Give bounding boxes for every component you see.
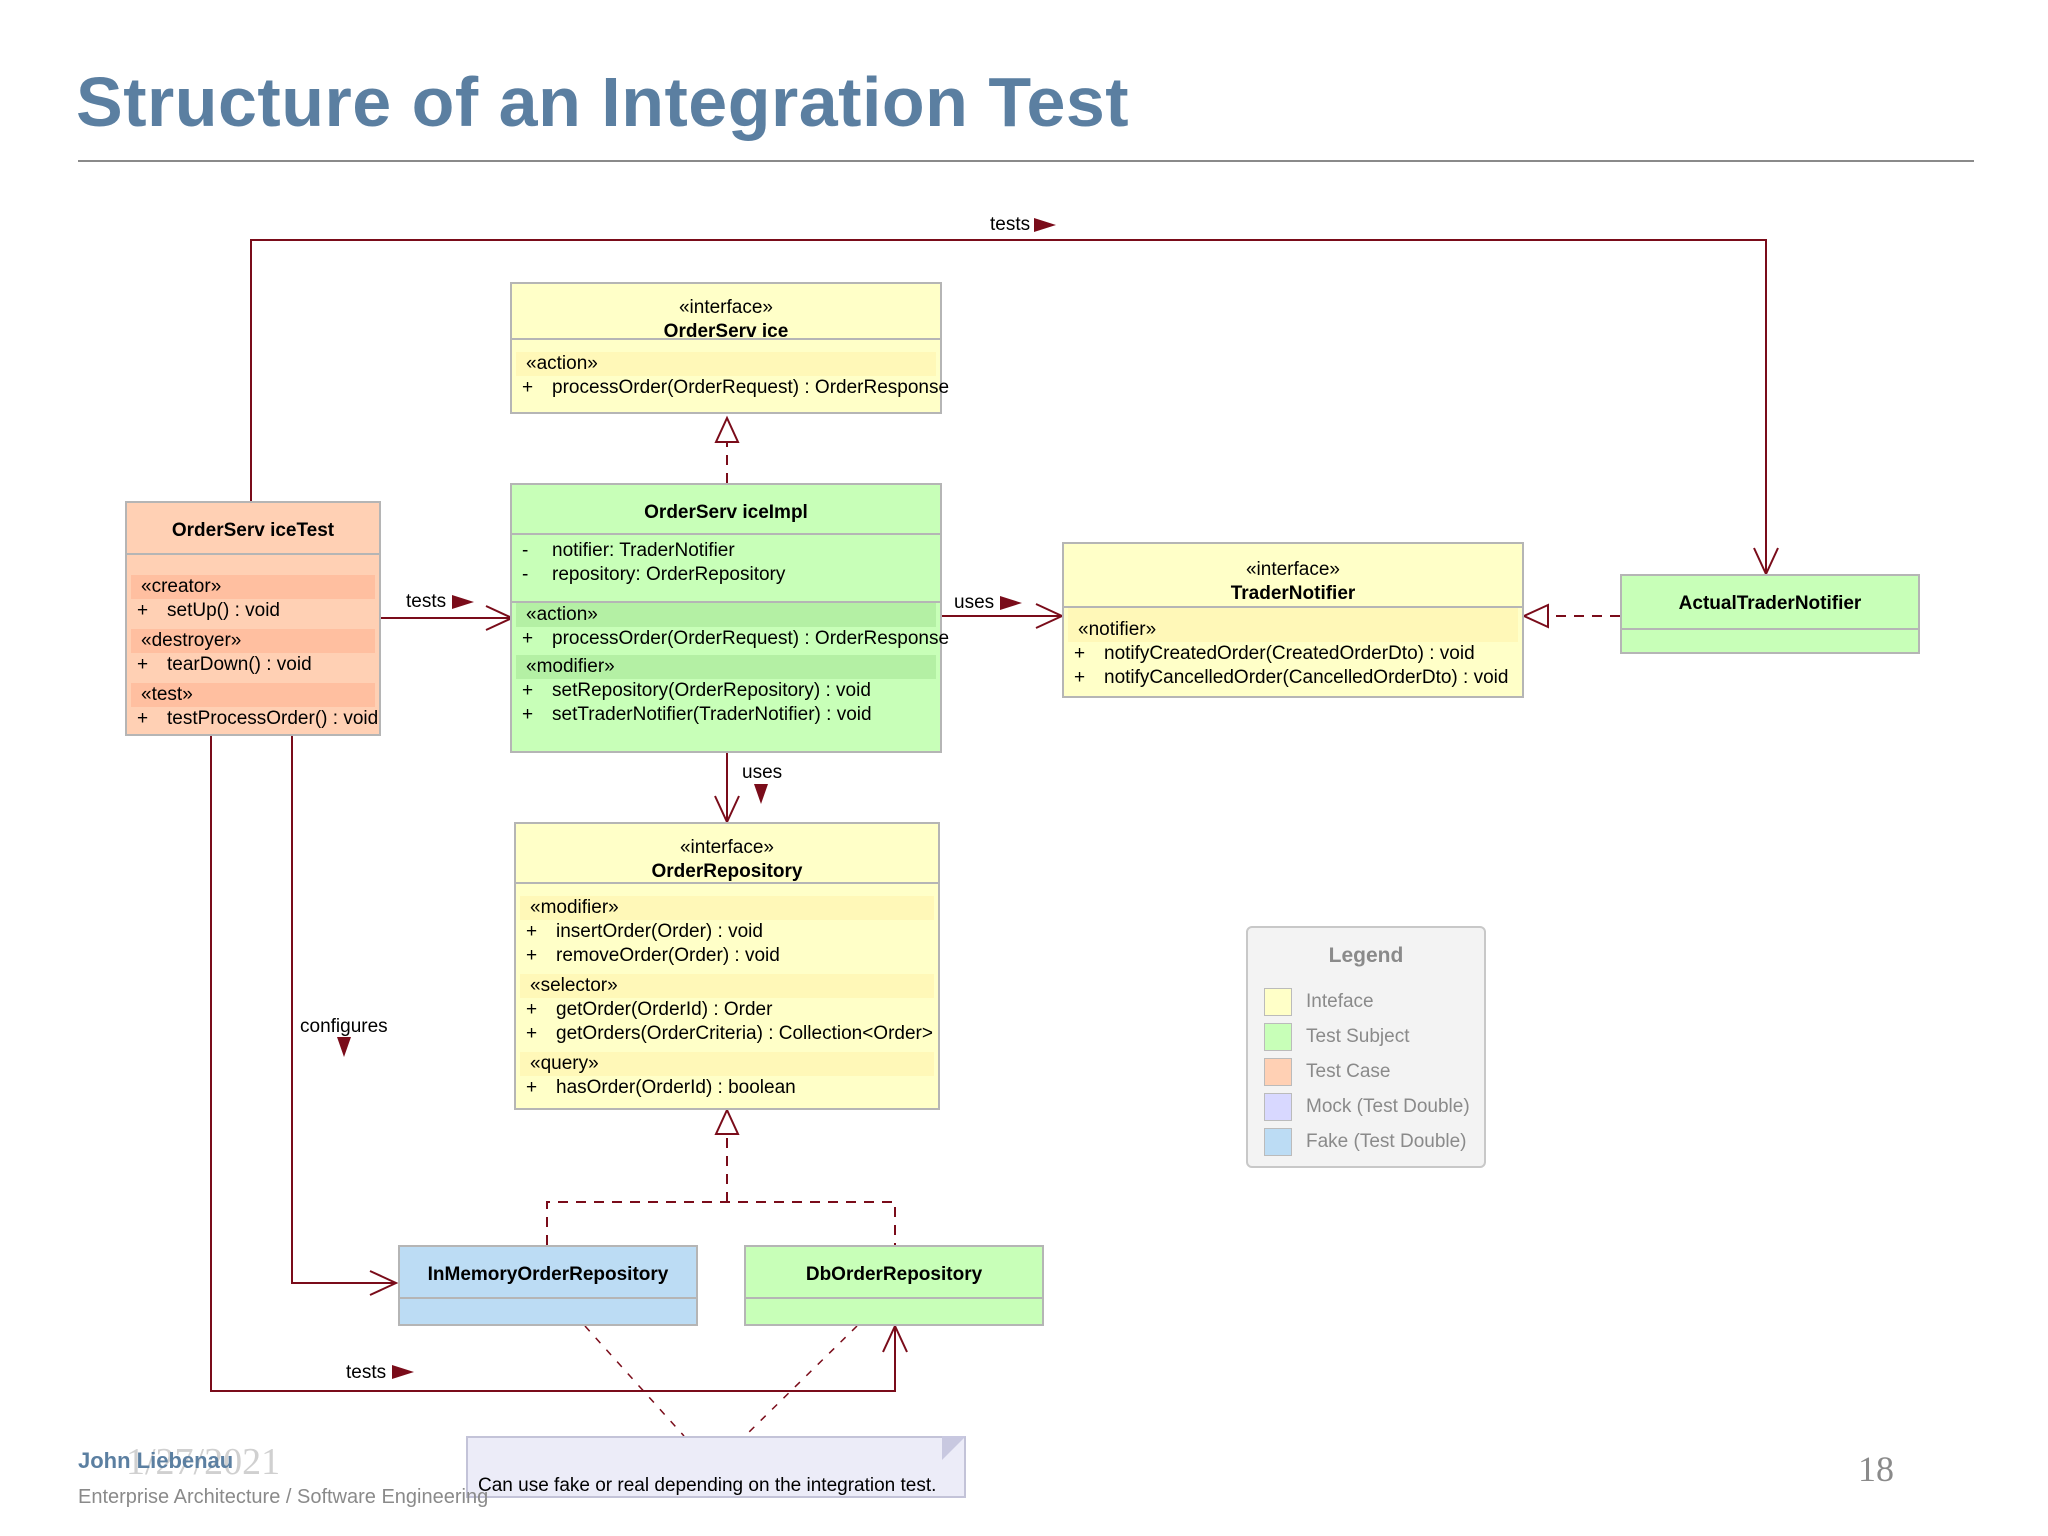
member-row: +processOrder(OrderRequest) : OrderRespo… [522, 377, 950, 398]
class-name: OrderServ ice [663, 321, 789, 342]
class-name: ActualTraderNotifier [1678, 593, 1862, 614]
uses-notifier-direction-icon [1000, 596, 1022, 610]
class-stereotype: «interface» [678, 297, 773, 318]
group-stereotype: «notifier» [1068, 618, 1518, 642]
member-row: +hasOrder(OrderId) : boolean [526, 1077, 796, 1098]
class-order-repository: «interface» OrderRepository «modifier» +… [514, 822, 940, 1110]
class-name: OrderServ iceImpl [644, 502, 808, 523]
footer-subtitle: Enterprise Architecture / Software Engin… [78, 1486, 489, 1508]
configures-line [291, 736, 396, 1284]
member-row: +notifyCreatedOrder(CreatedOrderDto) : v… [1074, 643, 1475, 664]
realize-repository-triangle [714, 1107, 740, 1135]
member-row: +setRepository(OrderRepository) : void [522, 680, 871, 701]
legend-swatch [1264, 1092, 1292, 1121]
class-name: OrderServ iceTest [171, 520, 335, 541]
page-title: Structure of an Integration Test [76, 63, 1130, 141]
member-row: +setTraderNotifier(TraderNotifier) : voi… [522, 704, 872, 725]
class-in-memory-order-repository: InMemoryOrderRepository [398, 1245, 698, 1326]
group-stereotype: «test» [131, 683, 375, 707]
group-stereotype: «destroyer» [131, 629, 375, 653]
title-divider [78, 160, 1974, 162]
note: Can use fake or real depending on the in… [466, 1436, 966, 1498]
label-tests-impl: tests [406, 591, 447, 612]
member-row: +tearDown() : void [137, 654, 312, 675]
realize-trader-notifier-triangle [1521, 603, 1549, 629]
tests-top-direction-icon [1034, 218, 1056, 232]
configures-direction-icon [337, 1037, 351, 1057]
class-actual-trader-notifier: ActualTraderNotifier [1620, 574, 1920, 654]
tests-bottom-arrowhead [882, 1323, 908, 1353]
class-name: TraderNotifier [1230, 583, 1356, 604]
group-stereotype: «modifier» [520, 896, 934, 920]
class-trader-notifier: «interface» TraderNotifier «notifier» +n… [1062, 542, 1524, 698]
tests-bottom-direction-icon [392, 1365, 414, 1379]
member-row: +getOrder(OrderId) : Order [526, 999, 773, 1020]
note-anchor-line-2 [744, 1325, 858, 1437]
label-tests-top: tests [990, 214, 1031, 235]
member-row: +processOrder(OrderRequest) : OrderRespo… [522, 628, 950, 649]
tests-top-line [250, 239, 1767, 574]
label-uses-repository: uses [742, 762, 783, 783]
legend-swatch [1264, 1127, 1292, 1156]
legend-swatch [1264, 1057, 1292, 1086]
label-tests-bottom: tests [346, 1362, 387, 1383]
legend-swatch [1264, 987, 1292, 1016]
footer-author: John Liebenau [78, 1448, 234, 1473]
group-stereotype: «action» [516, 603, 936, 627]
member-row: +removeOrder(Order) : void [526, 945, 780, 966]
class-order-service-test: OrderServ iceTest «creator» +setUp() : v… [125, 501, 381, 736]
configures-arrowhead [369, 1270, 399, 1296]
member-row: +setUp() : void [137, 600, 280, 621]
note-text: Can use fake or real depending on the in… [478, 1475, 937, 1496]
legend-item: Mock (Test Double) [1248, 1089, 1484, 1124]
class-stereotype: «interface» [1245, 559, 1340, 580]
member-row: +notifyCancelledOrder(CancelledOrderDto)… [1074, 667, 1509, 688]
class-name: DbOrderRepository [805, 1264, 983, 1285]
class-db-order-repository: DbOrderRepository [744, 1245, 1044, 1326]
group-stereotype: «selector» [520, 974, 934, 998]
label-uses-notifier: uses [954, 592, 995, 613]
legend-item: Test Case [1248, 1054, 1484, 1089]
group-stereotype: «query» [520, 1052, 934, 1076]
legend-item: Fake (Test Double) [1248, 1124, 1484, 1159]
tests-bottom-line [210, 736, 896, 1392]
page-number: 18 [1858, 1449, 1894, 1489]
note-anchor-line-1 [584, 1325, 685, 1437]
attribute-row: -repository: OrderRepository [522, 564, 786, 585]
group-stereotype: «action» [516, 352, 936, 376]
legend: Legend Inteface Test Subject Test Case M… [1246, 926, 1486, 1168]
realize-order-service-triangle [714, 415, 740, 443]
legend-title: Legend [1328, 944, 1404, 967]
legend-swatch [1264, 1022, 1292, 1051]
legend-item: Test Subject [1248, 1019, 1484, 1054]
group-stereotype: «creator» [131, 575, 375, 599]
member-row: +getOrders(OrderCriteria) : Collection<O… [526, 1023, 933, 1044]
member-row: +testProcessOrder() : void [137, 708, 379, 729]
uses-repository-direction-icon [754, 784, 768, 804]
class-stereotype: «interface» [679, 837, 774, 858]
class-name: OrderRepository [651, 861, 803, 882]
legend-item: Inteface [1248, 984, 1484, 1019]
note-fold-icon [942, 1436, 966, 1460]
label-configures: configures [300, 1016, 388, 1037]
member-row: +insertOrder(Order) : void [526, 921, 763, 942]
tests-impl-direction-icon [452, 595, 474, 609]
class-name: InMemoryOrderRepository [427, 1264, 669, 1285]
class-order-service-impl: OrderServ iceImpl -notifier: TraderNotif… [510, 483, 950, 753]
footer-date: 1/27/2021 [126, 1441, 281, 1483]
attribute-row: -notifier: TraderNotifier [522, 540, 735, 561]
realize-repository-line [546, 1201, 896, 1245]
group-stereotype: «modifier» [516, 655, 936, 679]
class-order-service: «interface» OrderServ ice «action» +proc… [510, 282, 950, 414]
